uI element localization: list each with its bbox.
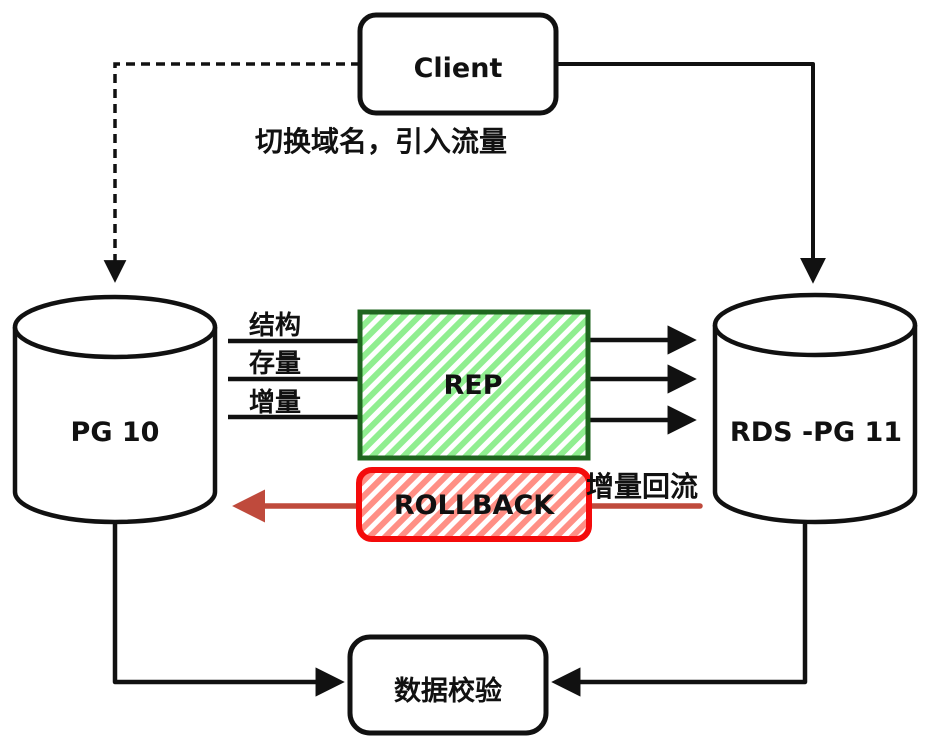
rep-node (357, 309, 591, 461)
edge-client-to-pg10-dashed (103, 62, 360, 283)
pg10-database-cylinder: PG 10 (12, 294, 218, 525)
rollback-node (356, 467, 592, 542)
validation-label: 数据校验 (394, 675, 502, 707)
rep-label: REP (443, 370, 502, 401)
edge-rds-to-validation (551, 524, 808, 697)
rollback-label: ROLLBACK (394, 490, 555, 521)
client-label: Client (414, 53, 503, 84)
incremental-backflow-annotation: 增量回流 (586, 470, 698, 503)
rds-database-cylinder: RDS -PG 11 (712, 292, 918, 525)
stream-full-label: 存量 (249, 349, 301, 379)
switch-traffic-annotation: 切换域名，引入流量 (255, 125, 507, 158)
pg10-label: PG 10 (71, 417, 160, 448)
stream-incremental-label: 增量 (249, 387, 301, 418)
rds-label: RDS -PG 11 (730, 417, 902, 448)
validation-node (347, 634, 549, 736)
edge-client-to-rds (556, 62, 826, 284)
stream-structure-label: 结构 (249, 311, 301, 341)
edge-pg10-to-validation (112, 524, 345, 697)
client-node (357, 12, 559, 116)
